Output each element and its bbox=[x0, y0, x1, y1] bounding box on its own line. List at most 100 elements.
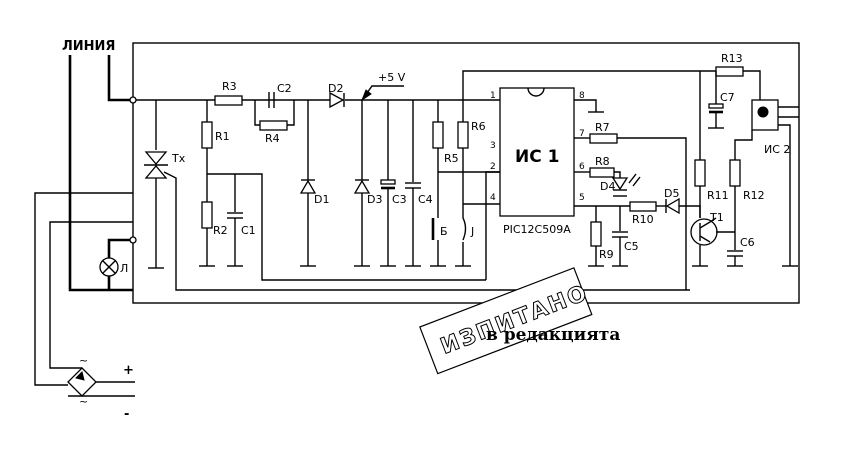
r1-label: R1 bbox=[215, 130, 230, 143]
jumper-j-label: J bbox=[470, 225, 474, 238]
pin5-label: 5 bbox=[579, 193, 585, 203]
t1-collector bbox=[699, 221, 711, 229]
r6-icon bbox=[457, 121, 469, 149]
ic2-label: ИС 2 bbox=[764, 143, 790, 156]
lamp-label: Л bbox=[120, 262, 128, 275]
pin2-label: 2 bbox=[490, 162, 496, 172]
minus-label: - bbox=[124, 407, 129, 422]
triac-icon-2 bbox=[144, 164, 168, 179]
pin6-label: 6 bbox=[579, 162, 585, 172]
triac-icon bbox=[144, 151, 168, 166]
r7-wire bbox=[617, 137, 687, 290]
bridge-ac-label-1: ~ bbox=[79, 354, 88, 367]
stamp-frame bbox=[419, 267, 593, 375]
bridge-ac-label-2: ~ bbox=[79, 395, 88, 408]
c4-label: C4 bbox=[418, 193, 433, 206]
line-wire-1 bbox=[107, 55, 133, 102]
c7-label: C7 bbox=[720, 91, 735, 104]
lamp-terminal bbox=[129, 236, 137, 244]
bridge-wire-a bbox=[34, 192, 133, 386]
r8-wire bbox=[614, 171, 621, 178]
bridge-wire-b bbox=[49, 221, 133, 369]
d1-label: D1 bbox=[314, 193, 329, 206]
line-wire-2 bbox=[68, 55, 133, 292]
r8-icon bbox=[589, 167, 615, 178]
d1-icon bbox=[299, 179, 317, 194]
bridge-mark bbox=[75, 371, 85, 381]
d3-icon bbox=[353, 179, 371, 194]
r8-label: R8 bbox=[595, 155, 610, 168]
d4-ray-1 bbox=[628, 173, 637, 184]
d2-icon bbox=[329, 91, 345, 109]
r13-icon bbox=[715, 66, 744, 77]
d5-label: D5 bbox=[664, 187, 679, 200]
triac-label: Тх bbox=[171, 152, 186, 165]
d2-label: D2 bbox=[328, 82, 343, 95]
r4-label: R4 bbox=[265, 132, 280, 145]
r5-icon bbox=[432, 121, 444, 149]
pin1-label: 1 bbox=[490, 91, 496, 101]
r12-wire bbox=[734, 130, 753, 160]
ic1-label: ИС 1 bbox=[515, 147, 559, 167]
pin3-label: 3 bbox=[490, 141, 496, 151]
r10-icon bbox=[629, 201, 657, 212]
c7-icon bbox=[708, 103, 724, 109]
r7-icon bbox=[589, 133, 618, 144]
line-terminal bbox=[129, 96, 137, 104]
r11-label: R11 bbox=[707, 189, 729, 202]
r10-label: R10 bbox=[632, 213, 654, 226]
r6-label: R6 bbox=[471, 120, 486, 133]
r2-icon bbox=[201, 201, 213, 229]
r3-icon bbox=[214, 95, 243, 106]
d3-label: D3 bbox=[367, 193, 382, 206]
pin7-label: 7 bbox=[579, 129, 585, 139]
r1-icon bbox=[201, 121, 213, 149]
line-label: ЛИНИЯ bbox=[62, 39, 115, 54]
ic1-part-label: PIC12C509A bbox=[503, 223, 571, 236]
d4-label: D4 bbox=[600, 180, 615, 193]
c3-label: C3 bbox=[392, 193, 407, 206]
c2-label: C2 bbox=[277, 82, 292, 95]
top-bus bbox=[462, 70, 700, 100]
t1-label: T1 bbox=[709, 211, 724, 224]
r12-label: R12 bbox=[743, 189, 765, 202]
ic1-notch bbox=[527, 87, 545, 97]
c5-label: C5 bbox=[624, 240, 639, 253]
r5-label: R5 bbox=[444, 152, 459, 165]
d4-led-icon bbox=[611, 177, 629, 191]
jumper-j-icon bbox=[462, 217, 467, 241]
stamp-caption: в редакцията bbox=[486, 325, 620, 345]
pin2-wire bbox=[485, 171, 500, 280]
module-frame bbox=[132, 42, 800, 304]
r3-label: R3 bbox=[222, 80, 237, 93]
c6-label: C6 bbox=[740, 236, 755, 249]
pin8-label: 8 bbox=[579, 91, 585, 101]
r2-label: R2 bbox=[213, 224, 228, 237]
ic2-lens bbox=[757, 106, 769, 118]
ic1-chip bbox=[499, 87, 575, 217]
r4-icon bbox=[259, 120, 288, 131]
d5-wire bbox=[679, 205, 701, 218]
t1-c-wire bbox=[709, 217, 717, 223]
c1-label: C1 bbox=[241, 224, 256, 237]
t1-emitter bbox=[699, 235, 711, 243]
pin8-wire bbox=[574, 99, 597, 112]
d4-ray-2 bbox=[632, 176, 641, 187]
r11-icon bbox=[694, 159, 706, 187]
button-b-label: Б bbox=[440, 225, 448, 238]
vcc-arrow bbox=[360, 89, 372, 102]
plus-label: + bbox=[123, 363, 134, 378]
pin4-label: 4 bbox=[490, 193, 496, 203]
r9-label: R9 bbox=[599, 248, 614, 261]
triac-gate-wire bbox=[163, 171, 690, 291]
ic2-ground-wire bbox=[778, 124, 791, 266]
r9-icon bbox=[590, 221, 602, 247]
tested-stamp: ИЗПИТАНО bbox=[419, 267, 593, 375]
lamp-cross-2 bbox=[102, 260, 116, 274]
d5-icon bbox=[665, 197, 680, 215]
r13-label: R13 bbox=[721, 52, 743, 65]
r12-icon bbox=[729, 159, 741, 187]
vcc-label: +5 V bbox=[378, 71, 406, 84]
r7-label: R7 bbox=[595, 121, 610, 134]
